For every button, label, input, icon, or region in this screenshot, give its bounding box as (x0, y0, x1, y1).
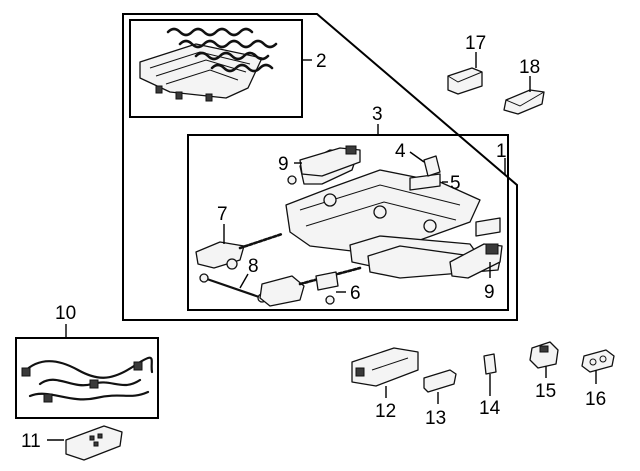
part-8-cable (199, 273, 267, 303)
callout-14: 14 (479, 398, 501, 419)
part-11-module (65, 425, 123, 461)
callout-6: 6 (350, 283, 361, 304)
callout-3: 3 (372, 104, 383, 125)
part-14-clip (483, 353, 497, 375)
part-9-upper-motor (287, 145, 361, 185)
callout-17: 17 (465, 33, 486, 54)
callout-15: 15 (535, 381, 556, 402)
part-15-switch (529, 341, 559, 369)
part-18-cover (503, 89, 545, 115)
callout-4: 4 (395, 141, 406, 162)
part-16-knob (581, 349, 615, 373)
part-17-cover (447, 67, 483, 95)
part-7-motor (195, 232, 284, 270)
callout-9b: 9 (484, 282, 495, 303)
part-6-lower-motor (259, 266, 362, 307)
seat-cushion-spring-pad (139, 27, 278, 102)
callout-5: 5 (450, 173, 461, 194)
callout-7: 7 (217, 204, 228, 225)
callout-1: 1 (496, 141, 507, 162)
callout-9a: 9 (278, 154, 289, 175)
part-10-wire-harness (21, 356, 154, 403)
callout-12: 12 (375, 401, 396, 422)
assembly-frame-outline (122, 13, 518, 321)
callout-2: 2 (316, 51, 327, 72)
callout-16: 16 (585, 389, 606, 410)
callout-18: 18 (519, 57, 540, 78)
leader-4 (409, 151, 425, 163)
cushion-box (129, 19, 303, 118)
callout-10: 10 (55, 303, 76, 324)
track-frame-box (187, 134, 509, 311)
part-4-bracket (423, 155, 441, 177)
callout-11: 11 (21, 431, 41, 452)
callout-8: 8 (248, 256, 259, 277)
part-12-switch (351, 347, 419, 387)
part-9-lower-motor (449, 243, 503, 279)
part-13-knob (423, 369, 457, 393)
callout-13: 13 (425, 408, 446, 429)
leader-8 (239, 273, 249, 289)
harness-box (15, 337, 159, 419)
